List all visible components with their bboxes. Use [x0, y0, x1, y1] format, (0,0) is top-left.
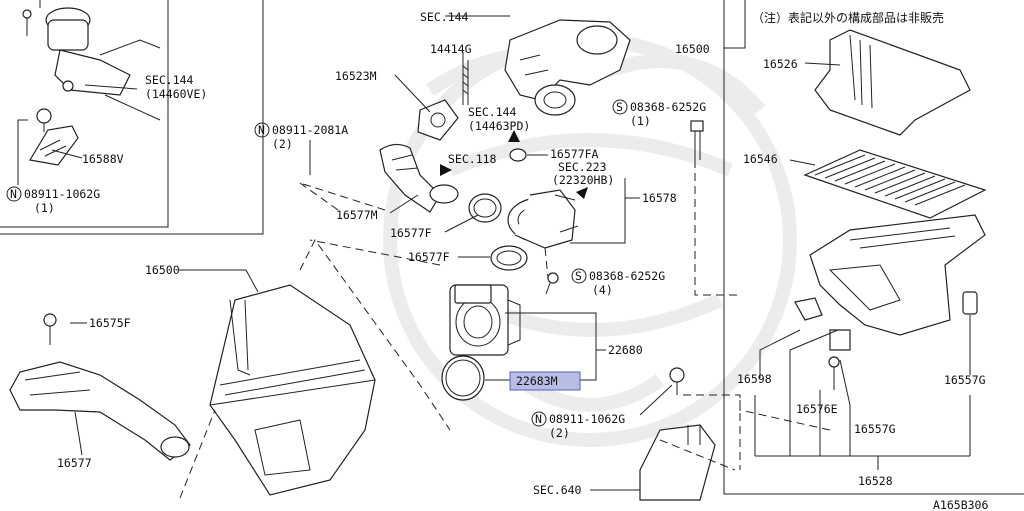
label-16577[interactable]: 16577 [57, 456, 92, 470]
symbol-s-text: S [616, 100, 623, 114]
intake-duct-16577-part [9, 361, 191, 461]
symbol-n-text: N [258, 123, 265, 137]
label-08368-6252g-top[interactable]: 08368-6252G [630, 100, 706, 114]
actuator-part [22, 7, 161, 121]
part-labels: SEC.144 14414G 16523M SEC.144 (14460VE) … [24, 10, 986, 497]
symbol-s-mid: S [571, 268, 587, 284]
symbol-s-text: S [575, 269, 582, 283]
label-16557g-b[interactable]: 16557G [944, 373, 986, 387]
label-qty4: (4) [592, 283, 613, 297]
label-16500-right[interactable]: 16500 [675, 42, 710, 56]
label-16577f-a[interactable]: 16577F [390, 226, 432, 240]
maf-sensor-22680-part [449, 284, 521, 356]
clip-16576e-part [828, 356, 840, 390]
label-qty1-top: (1) [630, 114, 651, 128]
bolt-14414g-part [462, 60, 469, 105]
label-sec144-b[interactable]: SEC.144 [468, 105, 517, 119]
symbol-n-2081: N [254, 122, 270, 138]
label-08911-1062g-left[interactable]: 08911-1062G [24, 187, 100, 201]
label-sec144-b-sub: (14463PD) [468, 119, 530, 133]
gasket-22683m-part [441, 355, 485, 401]
label-16577m[interactable]: 16577M [336, 208, 378, 222]
label-14414g[interactable]: 14414G [430, 42, 472, 56]
label-sec118[interactable]: SEC.118 [448, 152, 497, 166]
label-16577f-b[interactable]: 16577F [408, 250, 450, 264]
symbol-n-left: N [6, 186, 22, 202]
diagram-code: A165B306 [933, 498, 988, 511]
label-16557g-a[interactable]: 16557G [854, 422, 896, 436]
bolt-08368-mid-part [545, 272, 559, 295]
label-08368-6252g-mid[interactable]: 08368-6252G [589, 269, 665, 283]
clamp-16577fa-part [509, 148, 527, 162]
label-qty2-mid: (2) [549, 426, 570, 440]
gasket-16588v-part [29, 108, 79, 166]
label-qty2-2081: (2) [272, 137, 293, 151]
label-08911-1062g-mid[interactable]: 08911-1062G [549, 412, 625, 426]
label-sec144-a[interactable]: SEC.144 [145, 73, 194, 87]
label-16528[interactable]: 16528 [858, 474, 893, 488]
label-22683m[interactable]: 22683M [516, 374, 558, 388]
symbol-n-text: N [535, 412, 542, 426]
clip-16575f-part [43, 313, 57, 345]
arrow-sec144b [508, 130, 520, 142]
label-16577fa[interactable]: 16577FA [550, 147, 599, 161]
label-08911-2081a[interactable]: 08911-2081A [272, 123, 348, 137]
label-16523m[interactable]: 16523M [335, 69, 377, 83]
label-sec223[interactable]: SEC.223 [558, 160, 607, 174]
bracket-sec640-part [639, 424, 716, 501]
symbol-s-top: S [612, 99, 628, 115]
label-sec223-sub: (22320HB) [552, 173, 614, 187]
label-22680[interactable]: 22680 [608, 343, 643, 357]
arrow-sec118 [440, 164, 452, 176]
dashed-lines [39, 0, 831, 499]
label-sec640[interactable]: SEC.640 [533, 483, 582, 497]
turbo-housing-part [504, 19, 631, 116]
hose-16577m-part [379, 143, 459, 213]
label-16500-left[interactable]: 16500 [145, 263, 180, 277]
label-16576e[interactable]: 16576E [796, 402, 838, 416]
leader-lines [17, 0, 971, 491]
label-qty1-left: (1) [34, 201, 55, 215]
label-16526[interactable]: 16526 [763, 57, 798, 71]
note-japanese: （注）表記以外の構成部品は非販売 [752, 10, 944, 25]
label-16575f[interactable]: 16575F [89, 316, 131, 330]
symbol-n-mid: N [531, 411, 547, 427]
symbol-n-text: N [10, 187, 17, 201]
clamp-16577f-b-part [490, 245, 528, 271]
selected-part-highlight [509, 371, 581, 391]
label-16598[interactable]: 16598 [737, 372, 772, 386]
label-16578[interactable]: 16578 [642, 191, 677, 205]
bolt-08368-top-part [690, 120, 704, 160]
arrow-sec223 [576, 187, 588, 199]
label-sec144-top[interactable]: SEC.144 [420, 10, 469, 24]
label-16588v[interactable]: 16588V [82, 152, 124, 166]
inset-box-topleft [0, 0, 264, 235]
clamp-16577f-a-part [468, 193, 502, 223]
bolt-08911-mid-part [669, 367, 685, 395]
duct-16578-part [507, 189, 579, 249]
air-cleaner-assembly-left [209, 284, 376, 496]
air-cleaner-box-right [723, 0, 1024, 495]
label-sec144-a-sub: (14460VE) [145, 87, 207, 101]
label-16546[interactable]: 16546 [743, 152, 778, 166]
